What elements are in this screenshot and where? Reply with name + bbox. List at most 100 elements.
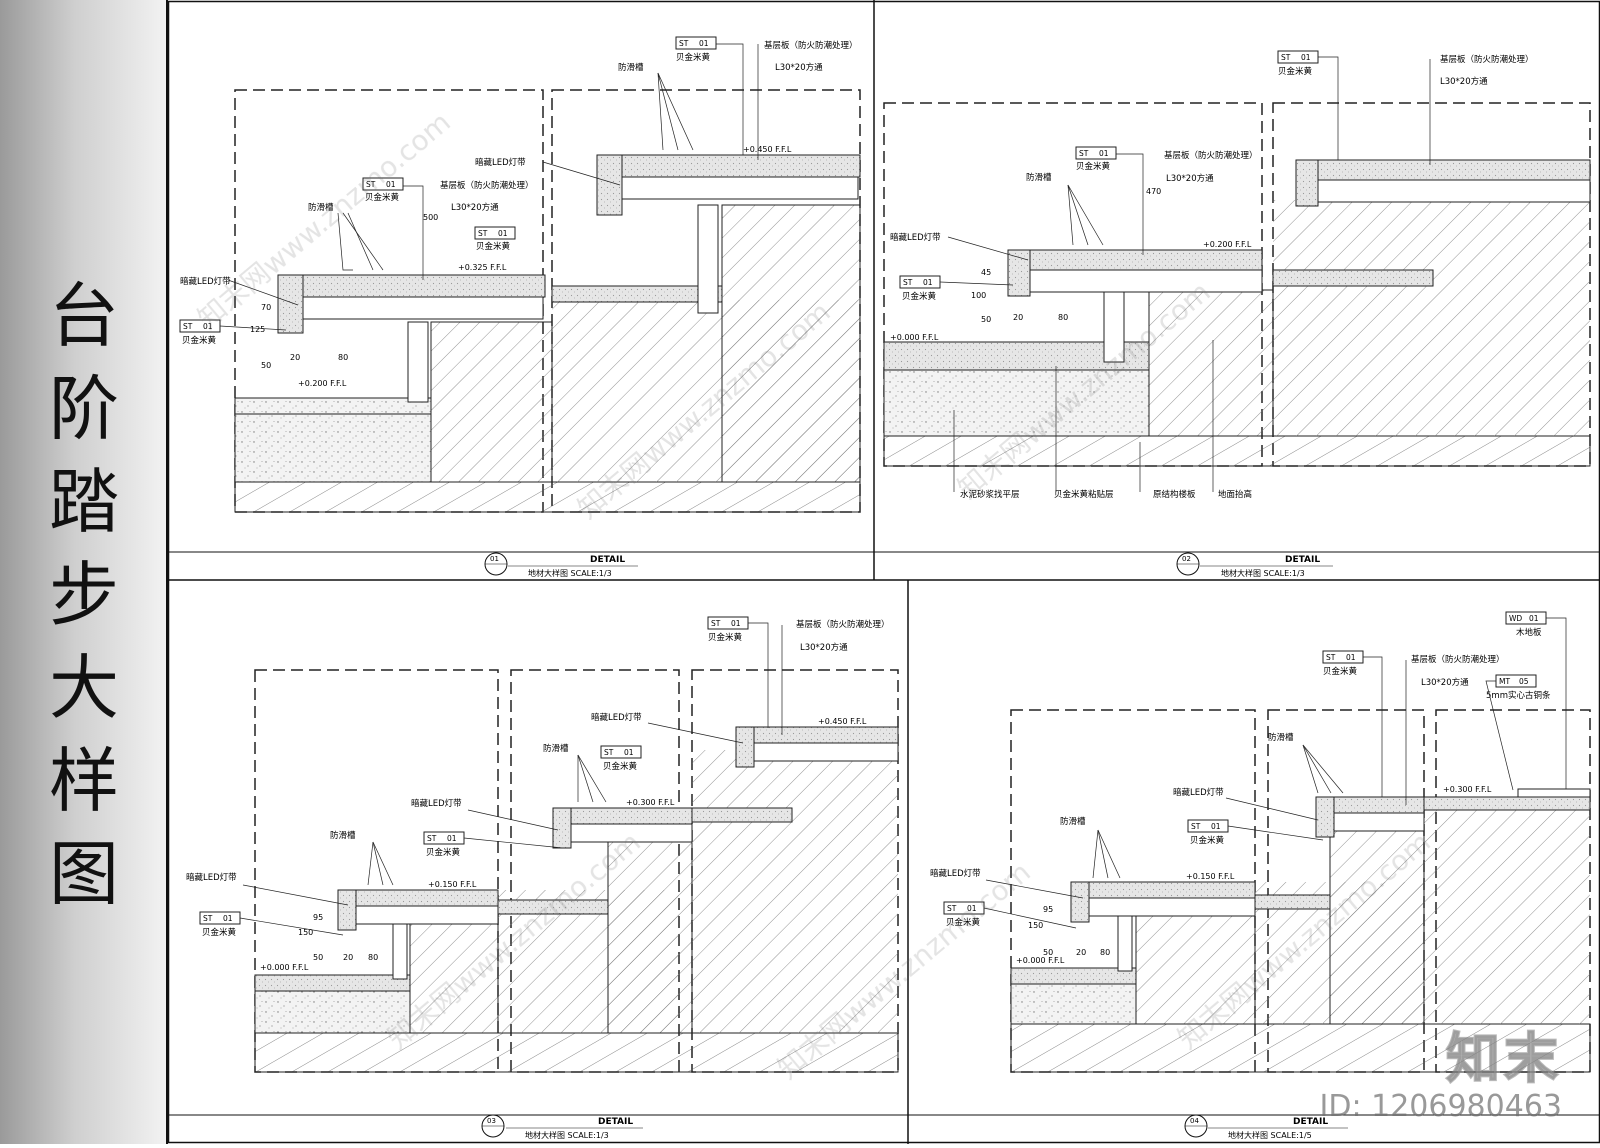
annotation-label: 防滑槽	[618, 62, 644, 73]
tag-num: 01	[624, 748, 634, 757]
title-char: 大	[49, 647, 119, 729]
dim-label: 125	[250, 325, 265, 334]
annotation-label: 防滑槽	[308, 202, 334, 213]
material-label: 贝金米黄	[946, 917, 981, 928]
dim-label: 500	[423, 213, 438, 222]
material-label: 贝金米黄	[476, 241, 511, 252]
annotation-label: 暗藏LED灯带	[930, 868, 981, 879]
tag-num: 01	[498, 229, 508, 238]
material-label: 木地板	[1516, 627, 1542, 638]
tag-num: 01	[1211, 822, 1221, 831]
annotation-label: 防滑槽	[1268, 732, 1294, 743]
material-label: 贝金米黄	[365, 192, 400, 203]
detail-number: 01	[490, 555, 499, 563]
dim-label: 50	[261, 361, 271, 370]
detail-caption: 地材大样图 SCALE:1/3	[528, 568, 612, 578]
material-label: 贝金米黄	[708, 632, 743, 643]
panel-01: +0.200 F.F.L +0.325 F.F.L +0.450 F.F.L 5…	[168, 36, 874, 578]
panel-03: +0.000 F.F.L +0.150 F.F.L +0.300 F.F.L +…	[168, 616, 908, 1140]
material-label: 地面抬高	[1218, 489, 1252, 500]
tag-code: ST	[903, 278, 913, 287]
annotation-label: 防滑槽	[330, 830, 356, 841]
annotation-label: 暗藏LED灯带	[1173, 787, 1224, 798]
title-char: 步	[49, 554, 119, 636]
dim-label: 95	[1043, 905, 1053, 914]
detail-number: 04	[1190, 1117, 1199, 1125]
material-label: L30*20方通	[1166, 173, 1214, 184]
tag-code: ST	[203, 914, 213, 923]
detail-title: DETAIL	[598, 1117, 633, 1127]
annotation-label: 防滑槽	[1026, 172, 1052, 183]
sheet-title: 台 阶 踏 步 大 样 图	[0, 270, 168, 921]
material-label: 原结构楼板	[1153, 489, 1196, 500]
material-label: 贝金米黄	[1076, 161, 1111, 172]
tag-code: ST	[478, 229, 488, 238]
tag-num: 01	[1099, 149, 1109, 158]
tag-code: ST	[604, 748, 614, 757]
tag-code: ST	[679, 39, 689, 48]
material-label: L30*20方通	[451, 202, 499, 213]
tag-code: ST	[711, 619, 721, 628]
dim-label: 50	[313, 953, 323, 962]
detail-title: DETAIL	[1285, 555, 1320, 565]
material-label: 贝金米黄	[603, 761, 638, 772]
dim-label: 150	[1028, 921, 1043, 930]
level-label: +0.325 F.F.L	[458, 263, 507, 272]
material-label: L30*20方通	[1440, 76, 1488, 87]
dim-label: 20	[343, 953, 353, 962]
level-label: +0.300 F.F.L	[1443, 785, 1492, 794]
tag-num: 01	[223, 914, 233, 923]
dim-label: 150	[298, 928, 313, 937]
tag-code: ST	[427, 834, 437, 843]
tag-num: 01	[1529, 614, 1539, 623]
tag-code: MT	[1499, 677, 1510, 686]
tag-code: ST	[183, 322, 193, 331]
tag-code: WD	[1509, 614, 1522, 623]
detail-title: DETAIL	[1293, 1117, 1328, 1127]
material-label: 基层板（防火防潮处理）	[1440, 54, 1534, 65]
tag-code: ST	[1079, 149, 1089, 158]
annotation-label: 暗藏LED灯带	[411, 798, 462, 809]
level-label: +0.000 F.F.L	[890, 333, 939, 342]
material-label: 贝金米黄	[1278, 66, 1313, 77]
material-label: 贝金米黄	[426, 847, 461, 858]
annotation-label: 暗藏LED灯带	[180, 276, 231, 287]
dim-label: 50	[1043, 948, 1053, 957]
dim-label: 100	[971, 291, 986, 300]
level-label: +0.300 F.F.L	[626, 798, 675, 807]
material-label: 贝金米黄	[182, 335, 217, 346]
tag-num: 01	[731, 619, 741, 628]
material-label: L30*20方通	[775, 62, 823, 73]
detail-caption: 地材大样图 SCALE:1/3	[1221, 568, 1305, 578]
title-char: 样	[49, 740, 119, 822]
level-label: +0.000 F.F.L	[260, 963, 309, 972]
material-label: 贝金米黄粘贴层	[1054, 489, 1114, 500]
dim-label: 80	[368, 953, 378, 962]
detail-caption: 地材大样图 SCALE:1/5	[1228, 1130, 1312, 1140]
material-label: 5mm实心古铜条	[1486, 690, 1551, 701]
material-label: 贝金米黄	[202, 927, 237, 938]
material-label: L30*20方通	[800, 642, 848, 653]
material-label: 贝金米黄	[902, 291, 937, 302]
annotation-label: 暗藏LED灯带	[591, 712, 642, 723]
level-label: +0.150 F.F.L	[1186, 872, 1235, 881]
level-label: +0.200 F.F.L	[298, 379, 347, 388]
tag-num: 01	[923, 278, 933, 287]
tag-code: ST	[366, 180, 376, 189]
dim-label: 70	[261, 303, 271, 312]
level-label: +0.450 F.F.L	[818, 717, 867, 726]
material-label: 基层板（防火防潮处理）	[440, 180, 534, 191]
title-char: 踏	[49, 461, 119, 543]
level-label: +0.000 F.F.L	[1016, 956, 1065, 965]
material-label: 贝金米黄	[1190, 835, 1225, 846]
tag-num: 01	[203, 322, 213, 331]
dim-label: 20	[290, 353, 300, 362]
title-char: 台	[49, 275, 119, 357]
detail-title: DETAIL	[590, 555, 625, 565]
tag-num: 01	[699, 39, 709, 48]
panel-02: +0.000 F.F.L +0.200 F.F.L 470 100 45 50 …	[874, 50, 1600, 578]
annotation-label: 暗藏LED灯带	[186, 872, 237, 883]
annotation-label: 暗藏LED灯带	[475, 157, 526, 168]
dim-label: 95	[313, 913, 323, 922]
dim-label: 50	[981, 315, 991, 324]
